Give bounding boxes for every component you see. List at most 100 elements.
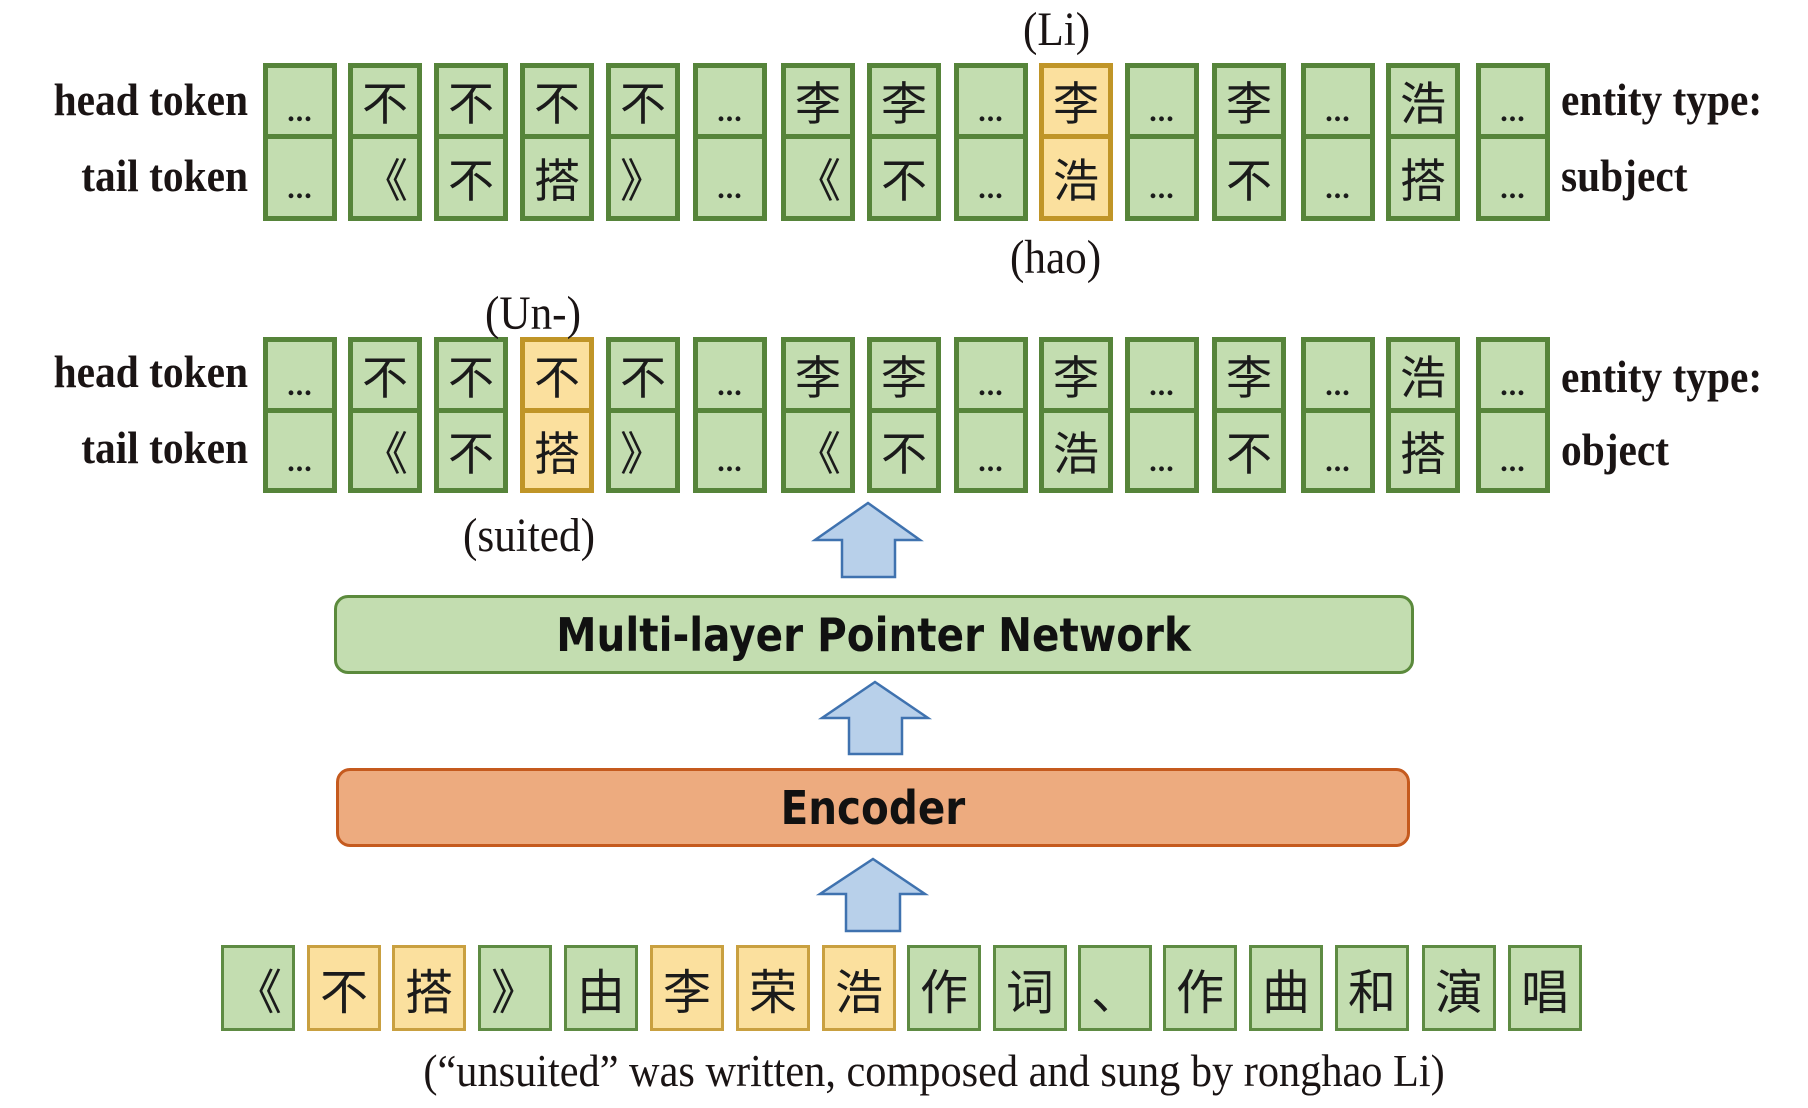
subject-tail-token-cell: ... [1301, 134, 1375, 221]
object-head-token-cell: 不 [434, 337, 508, 413]
token-text: 不 [1226, 426, 1272, 481]
object-tail-token-cell: 搭 [1386, 408, 1460, 493]
subject-tail-token-label: tail token [81, 151, 248, 201]
arrow-up-icon-to-pointer-network [817, 680, 933, 756]
object-tail-token-cell: ... [693, 408, 767, 493]
token-text: 词 [1005, 965, 1054, 1021]
token-text: 》 [620, 426, 666, 481]
subject-head-token-label: head token [53, 75, 248, 125]
object-head-token-cell: 不 [520, 337, 594, 413]
input-token-entity: 李 [650, 945, 724, 1031]
object-tail-token-cell: 搭 [520, 408, 594, 493]
token-text: 搭 [534, 426, 580, 481]
token-text: 浩 [1053, 153, 1099, 208]
input-token: 作 [1163, 945, 1237, 1031]
subject-entity-type-label: entity type: [1561, 75, 1763, 125]
token-text: 不 [620, 351, 666, 405]
token-text: 不 [362, 351, 408, 405]
subject-tail-token-cell: ... [1125, 134, 1199, 221]
token-text: 由 [576, 965, 625, 1021]
token-text: 搭 [404, 965, 453, 1021]
object-tail-token-cell: ... [1301, 408, 1375, 493]
input-token: 、 [1078, 945, 1152, 1031]
pointer-network-label: Multi-layer Pointer Network [556, 607, 1192, 662]
object-tail-token-cell: 浩 [1039, 408, 1113, 493]
subject-tail-token-cell: 不 [434, 134, 508, 221]
object-head-token-cell: 浩 [1386, 337, 1460, 413]
token-text: ... [287, 171, 313, 205]
subject-tail-token-cell: 不 [867, 134, 941, 221]
object-annotation-below: (suited) [463, 509, 595, 562]
token-text: ... [978, 444, 1004, 478]
input-token: 《 [221, 945, 295, 1031]
token-text: ... [287, 444, 313, 478]
token-text: ... [1325, 95, 1351, 128]
object-tail-token-cell: ... [954, 408, 1028, 493]
token-text: ... [1149, 171, 1175, 205]
token-text: ... [717, 171, 743, 205]
token-text: 李 [662, 965, 711, 1021]
input-token-entity: 搭 [392, 945, 466, 1031]
token-text: 不 [1226, 153, 1272, 208]
token-text: 不 [448, 351, 494, 405]
token-text: 不 [620, 77, 666, 131]
object-tail-token-cell: 不 [1212, 408, 1286, 493]
object-tail-token-cell: 《 [348, 408, 422, 493]
token-text: 李 [881, 77, 927, 131]
token-text: 不 [534, 77, 580, 131]
object-head-token-cell: 不 [606, 337, 680, 413]
token-text: ... [1149, 444, 1175, 478]
subject-tail-token-cell: ... [693, 134, 767, 221]
token-text: ... [1149, 369, 1175, 402]
token-text: 搭 [534, 153, 580, 208]
token-text: 搭 [1400, 426, 1446, 481]
object-entity-type-value: object [1561, 425, 1670, 475]
arrow-up-icon-to-encoder [815, 857, 930, 933]
encoder-label: Encoder [780, 780, 966, 835]
token-text: 和 [1347, 965, 1396, 1021]
token-text: 李 [795, 77, 841, 131]
token-text: 李 [881, 351, 927, 405]
token-text: 《 [233, 965, 282, 1021]
token-text: 浩 [1053, 426, 1099, 481]
input-token-entity: 浩 [822, 945, 896, 1031]
token-text: 不 [448, 77, 494, 131]
object-tail-token-cell: ... [263, 408, 337, 493]
object-tail-token-cell: 《 [781, 408, 855, 493]
token-text: ... [978, 171, 1004, 205]
input-token: 和 [1335, 945, 1409, 1031]
token-text: 荣 [748, 965, 797, 1021]
input-token: 》 [478, 945, 552, 1031]
token-text: ... [1500, 95, 1526, 128]
token-text: 不 [881, 153, 927, 208]
token-text: ... [1500, 444, 1526, 478]
subject-tail-token-cell: 搭 [520, 134, 594, 221]
subject-tail-token-cell: 浩 [1039, 134, 1113, 221]
input-token: 由 [564, 945, 638, 1031]
object-head-token-cell: ... [1301, 337, 1375, 413]
caption-text: (“unsuited” was written, composed and su… [423, 1045, 1445, 1096]
token-text: ... [287, 95, 313, 128]
token-text: 、 [1090, 965, 1139, 1021]
token-text: ... [1500, 369, 1526, 402]
sentence-translation-caption: (“unsuited” was written, composed and su… [0, 1044, 1808, 1097]
token-text: ... [287, 369, 313, 402]
token-text: ... [1325, 369, 1351, 402]
subject-head-token-cell: ... [954, 63, 1028, 139]
object-head-token-cell: ... [693, 337, 767, 413]
input-token: 曲 [1249, 945, 1323, 1031]
object-tail-token-label: tail token [81, 423, 248, 473]
token-text: 不 [448, 153, 494, 208]
token-text: 作 [919, 965, 968, 1021]
input-token-entity: 不 [307, 945, 381, 1031]
subject-tail-token-cell: 搭 [1386, 134, 1460, 221]
arrow-up-icon-to-object-layer [811, 501, 924, 579]
subject-entity-type-value: subject [1561, 151, 1688, 201]
subject-tail-token-cell: 》 [606, 134, 680, 221]
token-text: 》 [490, 965, 539, 1021]
token-text: ... [1500, 171, 1526, 205]
token-text: ... [978, 95, 1004, 128]
subject-tail-token-cell: ... [1476, 134, 1550, 221]
token-text: 作 [1175, 965, 1224, 1021]
input-token: 演 [1422, 945, 1496, 1031]
